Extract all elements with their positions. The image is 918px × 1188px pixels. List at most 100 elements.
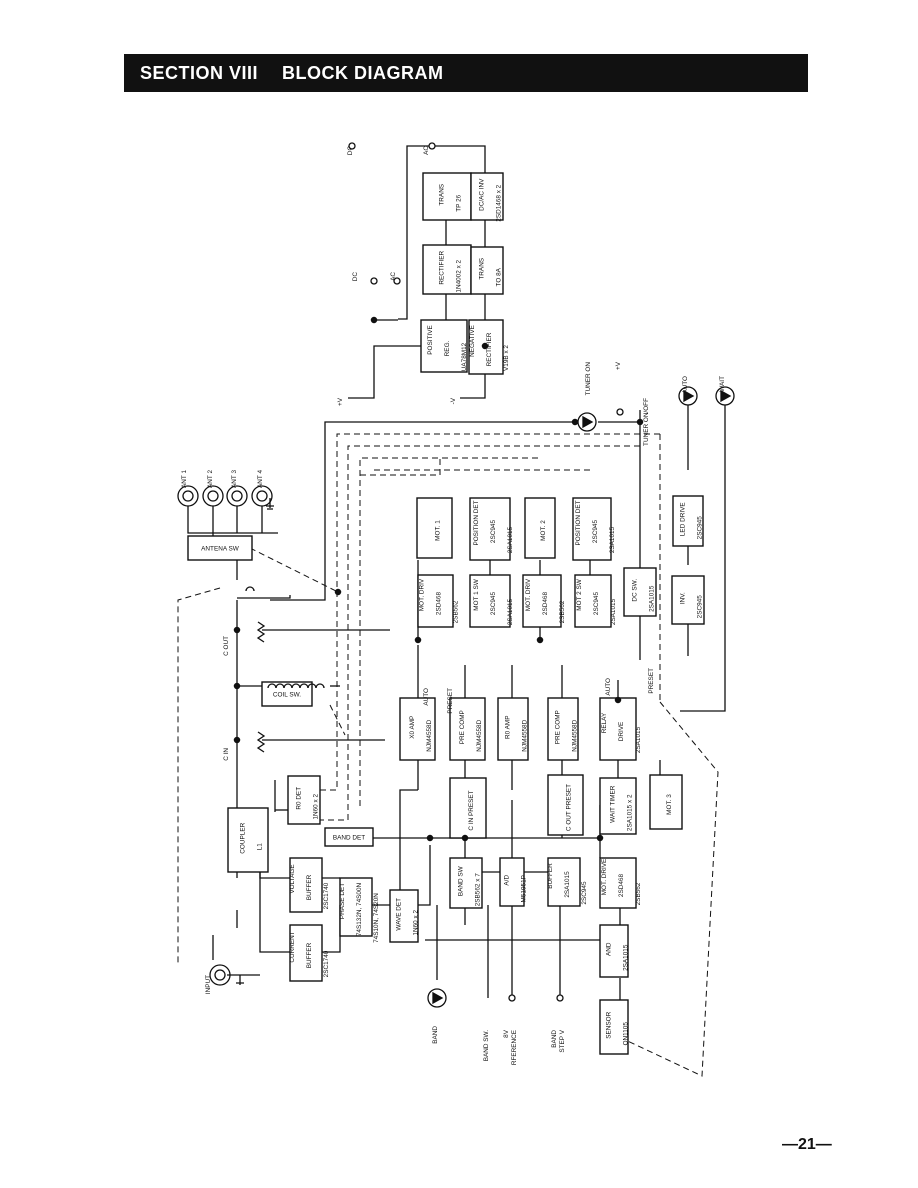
label-ac-sw: AC (390, 272, 397, 281)
section-header: SECTION VIII BLOCK DIAGRAM (124, 54, 808, 92)
block-waittimer: WAIT TIMER 2SA1015 x 2 (599, 777, 637, 835)
block-label: TP 26 (456, 194, 463, 211)
block-dcsw: DC SW.2SA1015 (623, 567, 657, 617)
coax-connector-icon (207, 490, 219, 502)
block-label: V19B x 2 (503, 345, 510, 371)
block-label: DC/AC INV (479, 178, 486, 211)
ground-icon (266, 498, 274, 510)
block-label: 2SA1015 (609, 526, 616, 553)
block-box (422, 244, 472, 295)
block-mot2sw: MOT 2 SW 2SC945 2SA1015 (574, 574, 617, 628)
block-box (339, 877, 373, 937)
block-label: 2SC945 (592, 520, 599, 544)
block-label: NJM4558D (476, 719, 483, 751)
block-label: 2SA1015 (507, 526, 514, 553)
junction-dot (614, 696, 622, 704)
block-box (422, 172, 472, 221)
block-label: MOT. DRIVE (601, 859, 608, 896)
junction-dot (414, 636, 422, 644)
block-label: NJM4558D (572, 719, 579, 751)
label-plus-v: +V (337, 397, 344, 406)
block-mot1: MOT. 1 (416, 497, 453, 559)
coax-connector-icon (177, 485, 199, 507)
coil-icon (245, 586, 255, 592)
block-label: 2SD1468 x 2 (496, 184, 503, 221)
block-coupler: COUPLER L1 (227, 807, 269, 873)
terminal-icon (428, 142, 436, 150)
block-label: 2SC945 (490, 592, 497, 616)
junction-dot (481, 342, 489, 350)
label-c-in: C IN (223, 748, 230, 761)
block-box (449, 697, 486, 761)
block-label: 1N60 x 2 (413, 910, 420, 936)
block-label: L1 (257, 843, 264, 851)
block-label: 2SC1740 (323, 950, 330, 977)
coax-connector-icon (209, 964, 231, 986)
block-label: BUFFER (306, 874, 313, 900)
label-auto2: AUTO (605, 678, 612, 696)
terminal-icon (348, 142, 356, 150)
label-tuner-on: TUNER ON (585, 362, 592, 396)
block-trans: TRANS TP 26 (422, 172, 472, 221)
block-label: 2SD468 (542, 592, 549, 616)
junction-dot (571, 418, 579, 426)
block-label: POSITION DET (575, 500, 582, 545)
block-label: 2SA1015 x 2 (627, 794, 634, 831)
block-box (572, 497, 612, 561)
block-label: 74S132N, 74S00N (356, 882, 363, 936)
block-label: X0 AMP (409, 716, 416, 739)
terminal-icon (508, 994, 516, 1002)
block-label: SENSOR (606, 1011, 613, 1038)
block-label: 1N60 x 2 (313, 794, 320, 820)
junction-dot (426, 834, 434, 842)
block-box (399, 697, 436, 761)
label-dc-sw: DC (352, 272, 359, 282)
block-box (547, 774, 584, 836)
block-box (649, 774, 683, 830)
block-label: MOT. DRIV (419, 578, 426, 611)
block-box (289, 924, 323, 982)
block-box (417, 574, 454, 628)
block-label: MOT 2 SW (576, 578, 583, 610)
block-coutpreset: C OUT PRESET (547, 774, 584, 836)
block-label: CURRENT (289, 931, 296, 962)
block-label: POSITION DET (473, 500, 480, 545)
block-label: 2SC945 (697, 516, 704, 540)
block-posdet1: POSITION DET 2SC945 2SA1015 (469, 497, 514, 561)
block-label: 2SA1015 (610, 598, 617, 625)
variable-resistor-icon (256, 731, 266, 753)
terminal-icon (616, 408, 624, 416)
terminal-icon (370, 277, 378, 285)
block-label: BAND DET (333, 835, 365, 842)
block-label: POSITIVE (427, 325, 434, 354)
block-inv: INV.2SC945 (671, 575, 705, 625)
block-label: 2SC945 (593, 592, 600, 616)
block-box (599, 777, 637, 835)
block-label: INV. (680, 592, 687, 604)
label-auto1: AUTO (423, 688, 430, 706)
label-minus-v: -V (450, 397, 457, 404)
block-box (469, 574, 511, 628)
coax-connector-icon (214, 969, 226, 981)
block-label: 1N4002 x 2 (456, 259, 463, 292)
block-label: 2SC945 (581, 881, 588, 905)
block-label: TRANS (479, 258, 486, 280)
label-ref8v: 8V (503, 1029, 510, 1038)
block-label: TRANS (439, 184, 446, 206)
coax-connector-icon (231, 490, 243, 502)
block-label: WAIT TIMER (610, 785, 617, 823)
block-label: 2SC945 (490, 520, 497, 544)
block-box (623, 567, 657, 617)
block-label: ON1105 (623, 1022, 630, 1046)
led-icon (720, 389, 732, 403)
label-ant1: ANT 1 (181, 470, 188, 488)
block-label: COUPLER (240, 822, 247, 853)
